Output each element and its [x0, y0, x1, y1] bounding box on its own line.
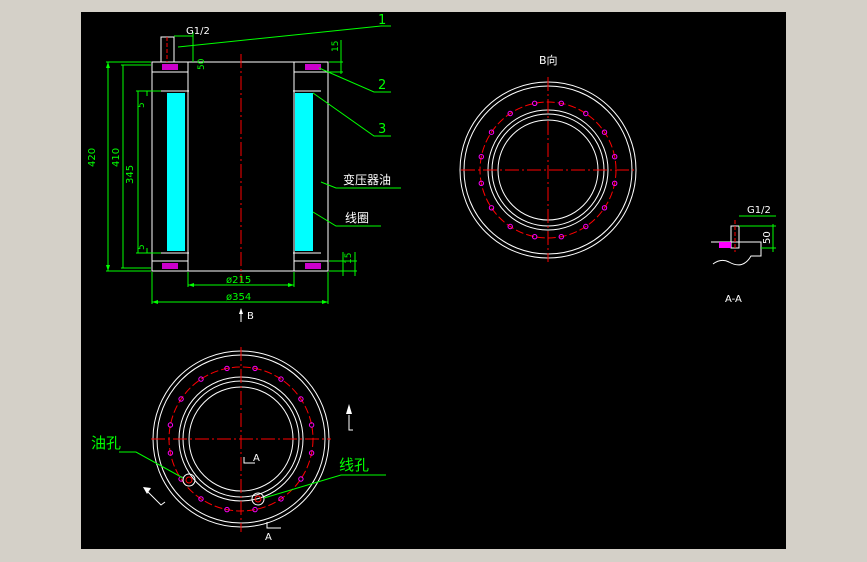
- coil-right: [295, 93, 313, 251]
- view-b-arrow-head: [239, 308, 243, 314]
- top-bolt-hole: [178, 396, 184, 402]
- detail-aa: G1/2 50 A-A: [711, 205, 776, 305]
- b-bolt-hole: [612, 154, 618, 160]
- section-view: G1/2 420 410 345 5 5 15 15 50 ø215 ø354 …: [87, 13, 401, 322]
- view-b-arrow-label: B: [247, 311, 254, 322]
- top-bolt-hole: [308, 422, 315, 428]
- detail-seal: [719, 242, 731, 248]
- detail-dims: [739, 215, 776, 252]
- seal-top-left: [162, 64, 178, 70]
- dim-410: 410: [111, 148, 122, 167]
- b-bolt-hole: [488, 129, 495, 135]
- b-bolt-hole: [558, 100, 564, 107]
- dim-5-top: 5: [137, 102, 147, 108]
- dim-50: 50: [197, 58, 207, 70]
- top-view: 油孔 线孔 A A: [91, 347, 386, 543]
- b-bolt-hole: [583, 223, 589, 230]
- cut-a-lower-mark: [266, 522, 281, 529]
- b-bolt-hole: [478, 180, 484, 187]
- cut-arrow-right: [348, 415, 353, 431]
- top-bolt-holes: [167, 365, 315, 513]
- thread-label: G1/2: [186, 26, 210, 37]
- b-bolt-hole: [601, 129, 608, 135]
- cad-drawing: G1/2 420 410 345 5 5 15 15 50 ø215 ø354 …: [87, 13, 776, 543]
- dim-15-bottom: 15: [344, 253, 354, 264]
- wire-hole: [251, 492, 265, 506]
- cut-arrow-right-head: [346, 404, 352, 414]
- callout-1: 1: [378, 13, 386, 28]
- top-bolt-hole: [252, 365, 258, 372]
- b-bolt-hole: [532, 234, 538, 240]
- b-bolt-hole: [612, 180, 618, 187]
- callout-3: 3: [378, 122, 386, 137]
- label-transformer-oil: 变压器油: [343, 172, 391, 187]
- b-bolt-hole: [601, 205, 608, 211]
- seal-bottom-right: [305, 263, 321, 269]
- b-bolt-hole: [478, 154, 484, 160]
- oil-hole-leader: [119, 451, 184, 479]
- section-dimensions: [106, 25, 401, 304]
- bottom-flange-left: [151, 260, 189, 272]
- top-bolt-hole: [224, 365, 230, 372]
- cut-a-upper-mark: [243, 457, 255, 464]
- top-bolt-hole: [198, 496, 204, 502]
- seal-bottom-left: [162, 263, 178, 269]
- b-bolt-hole: [583, 110, 589, 117]
- b-bolt-holes: [478, 100, 618, 240]
- view-b: B向: [459, 53, 637, 262]
- wire-hole-leader: [263, 474, 386, 499]
- b-bolt-hole: [507, 223, 513, 230]
- detail-thread-label: G1/2: [747, 205, 771, 216]
- label-wire-hole: 线孔: [339, 456, 369, 474]
- b-bolt-hole: [507, 110, 513, 117]
- dim-345: 345: [125, 165, 136, 184]
- top-bolt-hole: [167, 422, 174, 428]
- detail-body: [711, 241, 762, 266]
- outer-shell: [151, 61, 329, 272]
- dim-15-top: 15: [331, 41, 341, 52]
- b-bolt-hole: [558, 234, 564, 240]
- dia-inner: ø215: [226, 275, 251, 286]
- oil-hole-inner: [185, 476, 193, 484]
- dim-arrows: [106, 62, 328, 304]
- cut-a-lower-label: A: [265, 532, 272, 543]
- oil-hole: [182, 473, 196, 487]
- detail-title: A-A: [725, 294, 742, 305]
- cut-arrow-left-head: [143, 487, 151, 494]
- drawing-canvas[interactable]: G1/2 420 410 345 5 5 15 15 50 ø215 ø354 …: [81, 12, 786, 549]
- top-bolt-hole: [308, 450, 315, 456]
- top-bolt-hole: [278, 496, 284, 502]
- dim-420: 420: [87, 148, 98, 167]
- b-bolt-hole: [532, 100, 538, 107]
- label-coil: 线圈: [345, 211, 369, 225]
- coil-left: [167, 93, 185, 251]
- bottom-flange-right: [293, 260, 329, 272]
- top-bolt-hole: [298, 476, 304, 482]
- dia-outer: ø354: [226, 292, 251, 303]
- top-bolt-hole: [224, 506, 230, 513]
- wire-hole-inner: [254, 495, 262, 503]
- label-oil-hole: 油孔: [91, 434, 121, 452]
- top-bolt-hole: [298, 396, 304, 402]
- top-bolt-hole: [278, 376, 284, 382]
- detail-dim-50: 50: [762, 231, 773, 244]
- dim-5-bottom: 5: [137, 244, 147, 250]
- top-bolt-hole: [167, 450, 174, 456]
- callout-2: 2: [378, 78, 386, 93]
- seal-top-right: [305, 64, 321, 70]
- top-bolt-hole: [252, 506, 258, 513]
- view-b-title: B向: [539, 53, 558, 67]
- top-bolt-hole: [198, 376, 204, 382]
- cut-a-upper-label: A: [253, 453, 260, 464]
- top-flange-right: [293, 61, 329, 73]
- b-bolt-hole: [488, 205, 495, 211]
- cut-arrow-left: [145, 489, 166, 506]
